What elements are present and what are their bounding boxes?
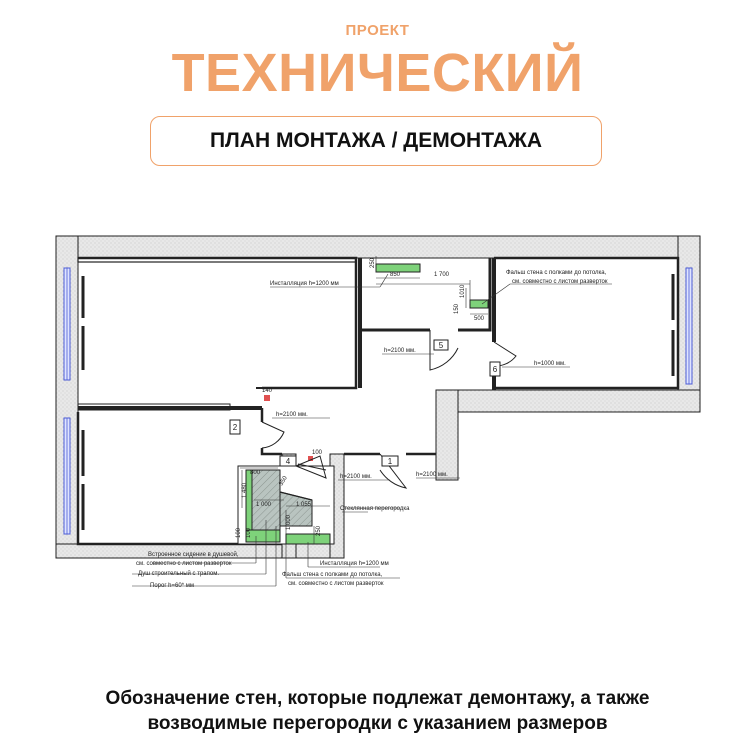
- partition-top-850: [375, 263, 421, 273]
- note-seat-1: Встроенное сидение в душевой,: [148, 551, 239, 558]
- note-shower-2: Порог h=60* мм: [150, 583, 194, 589]
- note-seat-2: см. совместно с листом разверток: [136, 561, 232, 567]
- page-title: ТЕХНИЧЕСКИЙ: [171, 43, 584, 103]
- note-h2100-corridor: h=2100 мм.: [384, 348, 416, 354]
- note-false-wall-bottom-2: см. совместно с листом разверток: [288, 581, 384, 587]
- dim-850: 850: [390, 272, 401, 278]
- note-shower-1: Душ строительный с трапом.: [138, 570, 219, 577]
- note-false-wall-top-2: см. совместно с листом разверток: [512, 279, 608, 285]
- demolish-markers: [264, 395, 313, 461]
- door-number-4: 4: [286, 457, 291, 466]
- note-h2100-right: h=2100 мм.: [416, 472, 448, 478]
- dim-100c: 100: [246, 527, 252, 538]
- dim-1480: 1 480: [242, 482, 248, 498]
- dim-140: 140: [262, 388, 273, 394]
- plan-title-box: ПЛАН МОНТАЖА / ДЕМОНТАЖА: [150, 116, 602, 166]
- dim-150: 150: [454, 303, 460, 314]
- dim-100b: 100: [236, 527, 242, 538]
- caption-line-2: возводимые перегородки с указанием разме…: [147, 713, 608, 735]
- dim-500: 500: [474, 316, 485, 322]
- dim-250-top: 250: [370, 257, 376, 268]
- partition-shower-left: [245, 469, 253, 537]
- door-number-6: 6: [493, 365, 498, 374]
- caption-line-1: Обозначение стен, которые подлежат демон…: [105, 688, 650, 709]
- dimension-lines: [240, 256, 488, 544]
- dim-100: 100: [312, 450, 323, 456]
- dim-1010: 1010: [460, 284, 466, 298]
- dim-250-bottom: 250: [316, 525, 322, 536]
- note-h2100-bath: h=2100 мм.: [340, 474, 372, 480]
- plan-title: ПЛАН МОНТАЖА / ДЕМОНТАЖА: [209, 129, 543, 152]
- note-h1000: h=1000 мм.: [534, 361, 566, 367]
- note-install-top: Инсталляция h=1200 мм: [270, 281, 339, 287]
- doors: [229, 330, 517, 489]
- radiators: [81, 274, 675, 530]
- plan-notes: Инсталляция h=1200 мм Фальш стена с полк…: [136, 270, 608, 589]
- project-label: ПРОЕКТ: [345, 22, 410, 39]
- dim-1700: 1 700: [434, 272, 450, 278]
- note-h2100-left: h=2100 мм.: [276, 412, 308, 418]
- door-number-5: 5: [439, 341, 444, 350]
- dim-1055: 1 055: [296, 502, 312, 508]
- dim-800: 800: [250, 470, 261, 476]
- door-number-2: 2: [233, 423, 238, 432]
- dim-350: 350: [279, 475, 290, 487]
- note-false-wall-bottom-1: Фальш стена с полками до потолка,: [282, 572, 383, 578]
- floor-plan: 5 6 2 4 1 250 850 1 700 1010 150 500 140…: [55, 235, 701, 589]
- note-false-wall-top-1: Фальш стена с полками до потолка,: [506, 270, 607, 276]
- dimension-labels: 250 850 1 700 1010 150 500 140 100 800 1…: [236, 257, 485, 538]
- partition-top-500: [469, 299, 489, 309]
- door-number-1: 1: [388, 457, 393, 466]
- new-partitions: [245, 263, 489, 545]
- door-number-labels: 5 6 2 4 1: [233, 341, 498, 466]
- windows: [63, 267, 693, 535]
- dim-1000a: 1 000: [256, 502, 272, 508]
- dim-1000b: 1 000: [286, 514, 292, 530]
- partition-shower-seat: [245, 529, 281, 543]
- leader-lines: [132, 273, 612, 587]
- note-glass-partition: Стеклянная перегородка: [340, 506, 410, 512]
- caption: Обозначение стен, которые подлежат демон…: [0, 686, 755, 737]
- note-install-bottom: Инсталляция h=1200 мм: [320, 561, 389, 567]
